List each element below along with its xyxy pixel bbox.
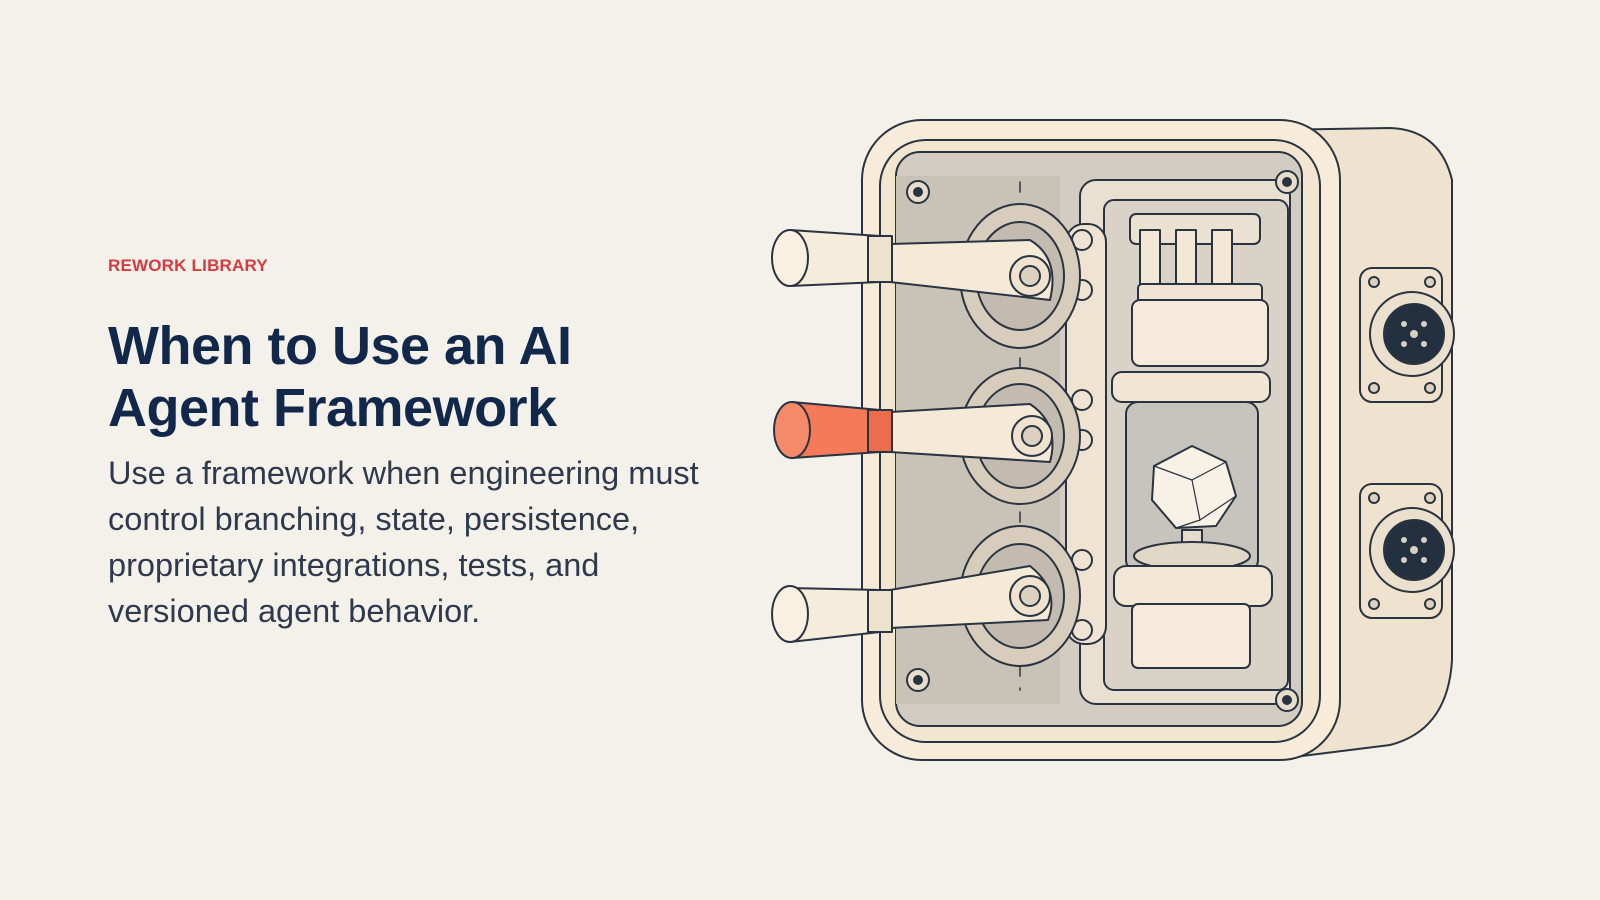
crystal-chamber-icon bbox=[1111, 213, 1273, 669]
page-subtitle: Use a framework when engineering must co… bbox=[108, 455, 699, 629]
connector-icon bbox=[1359, 483, 1455, 619]
eyebrow-label: REWORK LIBRARY bbox=[108, 256, 268, 275]
lever-icon bbox=[771, 203, 1081, 349]
junction-box-illustration bbox=[771, 119, 1455, 761]
lever-active-icon bbox=[773, 367, 1081, 505]
hero-text: REWORK LIBRARY When to Use an AI Agent F… bbox=[108, 256, 728, 634]
lever-icon bbox=[771, 525, 1081, 667]
page-title: When to Use an AI Agent Framework bbox=[108, 316, 572, 438]
connector-icon bbox=[1359, 267, 1455, 403]
screw-icon bbox=[906, 170, 1299, 712]
